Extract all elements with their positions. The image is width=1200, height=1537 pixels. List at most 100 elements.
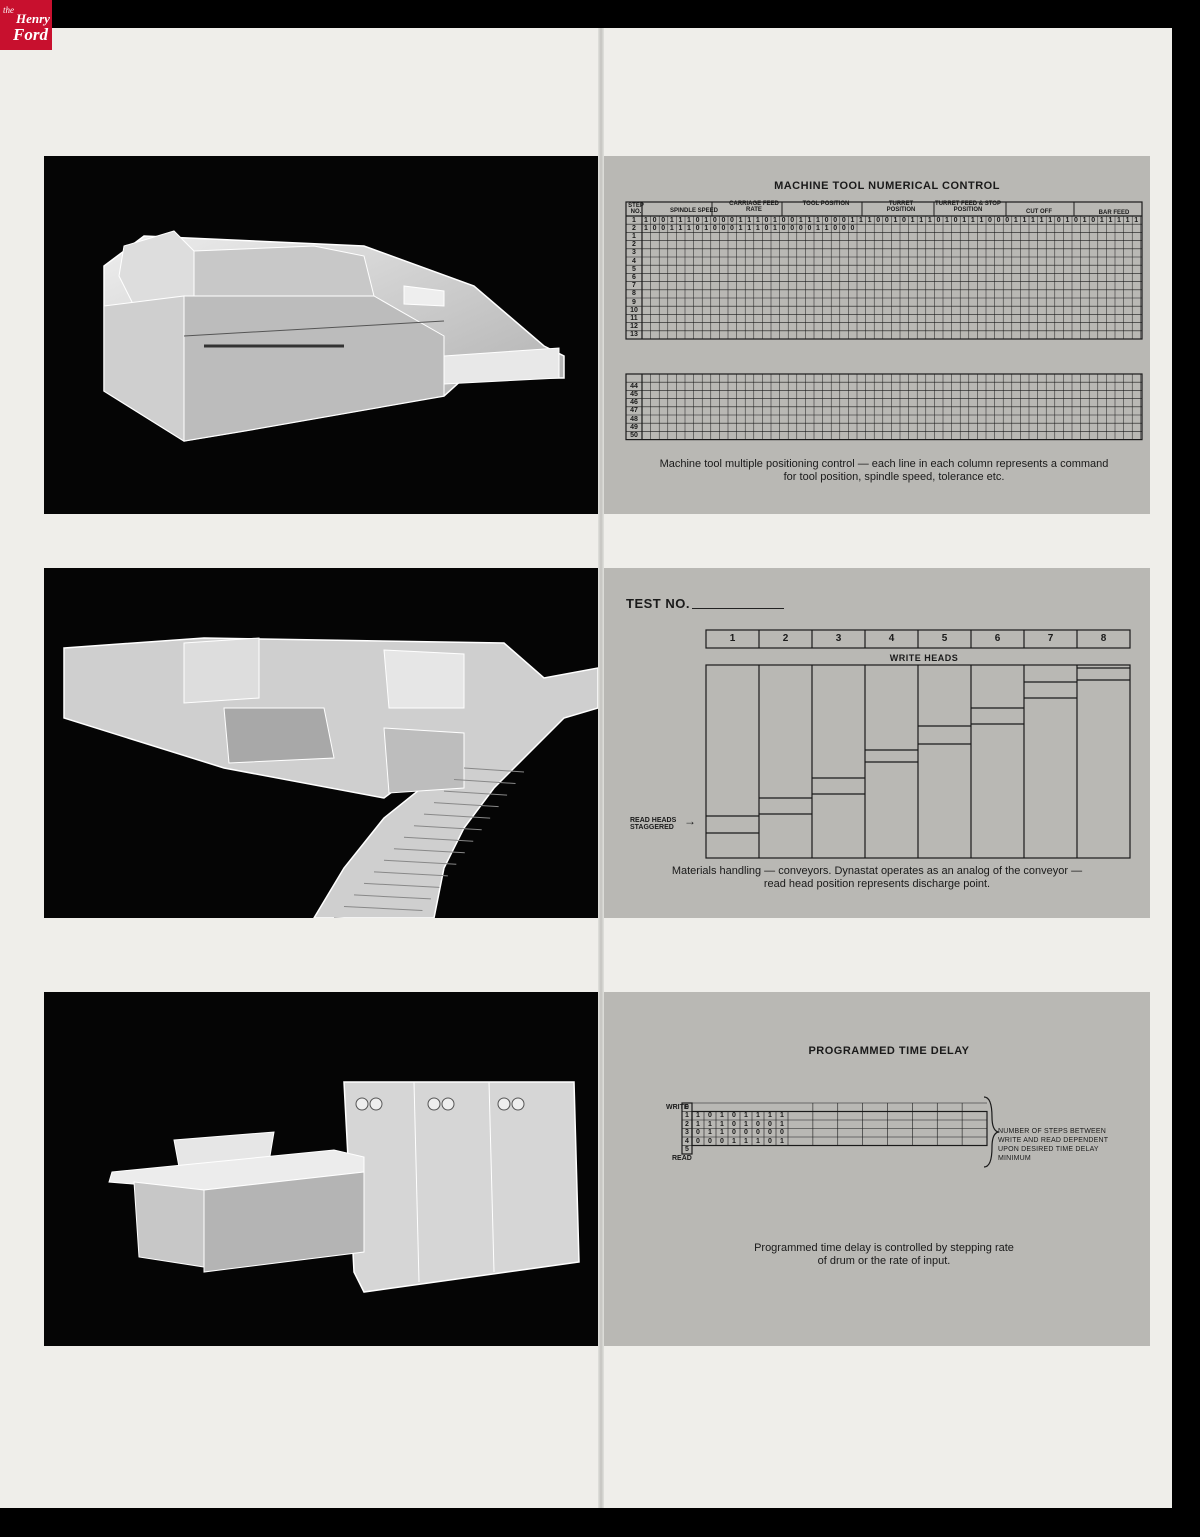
conveyor-slat (453, 779, 516, 785)
nc-bit: 1 (1031, 216, 1035, 224)
conveyor-slat (373, 871, 448, 877)
conveyor-slat (463, 767, 525, 773)
nc-bit: 1 (910, 216, 915, 224)
dynastat-console-drawing (108, 1081, 580, 1293)
delay-bit: 1 (720, 1112, 724, 1119)
nc-bit: 1 (893, 216, 898, 224)
nc-bit: 0 (661, 224, 666, 232)
nc-bit: 0 (652, 216, 657, 224)
head-number: 5 (941, 633, 948, 644)
delay-bit: 0 (732, 1112, 736, 1119)
nc-bit: 1 (979, 216, 984, 224)
nc-bit: 0 (764, 216, 769, 224)
nc-bit: 0 (988, 216, 992, 224)
nc-bit: 0 (902, 216, 906, 224)
nc-bit: 1 (1039, 216, 1044, 224)
nc-bit: 0 (781, 216, 786, 224)
nc-bit: 0 (695, 224, 700, 232)
nc-bit: 0 (833, 216, 838, 224)
nc-step-number: 49 (630, 423, 638, 431)
nc-bit: 0 (712, 216, 717, 224)
note-line-1: NUMBER OF STEPS BETWEEN (998, 1128, 1107, 1135)
delay-bit: 0 (720, 1137, 724, 1145)
nc-bit: 1 (755, 216, 760, 224)
nc-bit: 1 (816, 224, 820, 232)
nc-bit: 1 (798, 216, 803, 224)
nc-bit: 0 (790, 224, 795, 232)
nc-bit: 0 (1005, 216, 1010, 224)
section1-title: MACHINE TOOL NUMERICAL CONTROL (774, 180, 1000, 192)
col-header-step: STEP NO. (628, 203, 644, 215)
nc-step-number: 5 (632, 265, 636, 273)
row-index-digit: 4 (685, 1137, 689, 1145)
numerical-control-panel: MACHINE TOOL NUMERICAL CONTROL STEP NO. … (604, 156, 1150, 514)
nc-bit: 0 (850, 224, 855, 232)
conveyor-slat (413, 825, 482, 831)
row-index-digit: 2 (685, 1120, 689, 1128)
read-heads-arrow: → (684, 814, 696, 828)
nc-bit: 1 (970, 216, 975, 224)
nc-step-number: 2 (632, 224, 636, 232)
nc-bit: 1 (1065, 216, 1070, 224)
nc-bit: 1 (738, 216, 743, 224)
nc-bit: 0 (721, 224, 726, 232)
delay-bit: 0 (696, 1137, 700, 1145)
conveyor-slat (393, 848, 465, 854)
write-heads-chart (705, 629, 1131, 859)
col-header-cut-off: CUT OFF (1026, 209, 1052, 215)
section1-caption-1: Machine tool multiple positioning contro… (659, 458, 1109, 470)
delay-bit: 0 (768, 1120, 772, 1128)
conveyor-slat (403, 836, 474, 842)
nc-bit: 1 (859, 216, 863, 224)
nc-step-number: 9 (632, 298, 636, 306)
delay-bit: 1 (744, 1120, 748, 1128)
write-label: WRITE (666, 1104, 689, 1111)
nc-bit: 0 (798, 224, 803, 232)
nc-bit: 1 (1108, 216, 1113, 224)
nc-bit: 1 (644, 216, 648, 224)
head-number: 6 (994, 633, 1001, 644)
head-number: 7 (1047, 633, 1054, 644)
row-index-digit: 3 (685, 1129, 689, 1136)
col-header-turret-feed: TURRET FEED & STOP POSITION (935, 201, 1001, 213)
nc-bit: 1 (644, 224, 648, 232)
head-number: 2 (782, 633, 789, 644)
nc-bit: 0 (996, 216, 1001, 224)
nc-step-number: 50 (630, 431, 638, 439)
nc-bit: 1 (1125, 216, 1130, 224)
nc-bit: 1 (962, 216, 967, 224)
delay-bit: 0 (780, 1129, 784, 1136)
delay-brace (983, 1096, 1000, 1168)
nc-step-number: 48 (630, 415, 638, 423)
col-header-turret-position: TURRET POSITION (886, 201, 916, 213)
delay-bit: 1 (732, 1137, 736, 1145)
test-no-line (692, 608, 784, 609)
conveyor-slat (363, 882, 440, 888)
conveyor-drawing (63, 637, 598, 918)
delay-bit: 1 (780, 1137, 784, 1145)
head-number: 8 (1100, 633, 1107, 644)
nc-bit: 1 (1022, 216, 1027, 224)
nc-step-number: 1 (632, 216, 636, 224)
test-no-label: TEST NO. (626, 596, 690, 611)
write-heads-label: WRITE HEADS (889, 653, 959, 663)
nc-step-number: 4 (632, 257, 636, 265)
delay-bit: 1 (780, 1112, 784, 1119)
delay-bit: 0 (768, 1129, 772, 1136)
row-index-digit: 0 (685, 1103, 689, 1111)
delay-bit: 0 (696, 1129, 700, 1136)
section3-title: PROGRAMMED TIME DELAY (808, 1045, 970, 1057)
machine-tool-illustration (44, 156, 598, 514)
read-heads-label-2: STAGGERED (630, 824, 674, 831)
nc-step-number: 12 (630, 323, 638, 331)
section3-caption-1: Programmed time delay is controlled by s… (754, 1242, 1014, 1254)
nc-bit: 1 (816, 216, 820, 224)
nc-bit: 0 (1074, 216, 1078, 224)
delay-bit: 1 (756, 1112, 760, 1119)
nc-bit: 1 (747, 216, 752, 224)
nc-step-number: 11 (630, 314, 638, 322)
section2-caption-1: Materials handling — conveyors. Dynastat… (671, 865, 1083, 877)
nc-bit: 0 (730, 224, 734, 232)
nc-bit: 1 (1048, 216, 1053, 224)
